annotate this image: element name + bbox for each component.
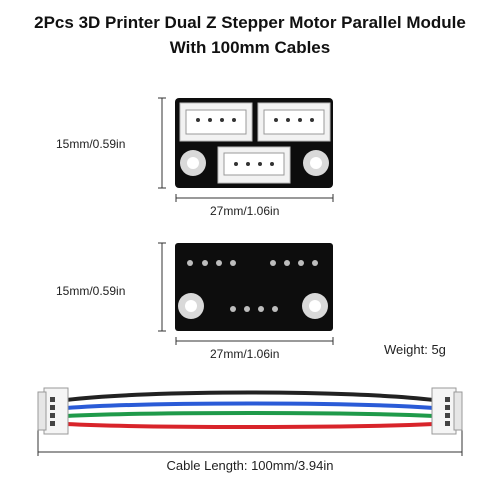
weight-label: Weight: 5g: [384, 342, 446, 357]
product-title-line1: 2Pcs 3D Printer Dual Z Stepper Motor Par…: [34, 13, 466, 32]
product-title-line2: With 100mm Cables: [169, 38, 331, 57]
top-board: [158, 97, 334, 202]
cable-length-label: Cable Length: 100mm/3.94in: [166, 458, 334, 473]
top-board-height-label: 15mm/0.59in: [56, 137, 126, 151]
bottom-board-height-label: 15mm/0.59in: [56, 284, 126, 298]
bottom-board: [158, 242, 334, 345]
bottom-board-width-label: 27mm/1.06in: [210, 347, 280, 361]
top-board-width-label: 27mm/1.06in: [210, 204, 280, 218]
cable: [37, 387, 463, 456]
